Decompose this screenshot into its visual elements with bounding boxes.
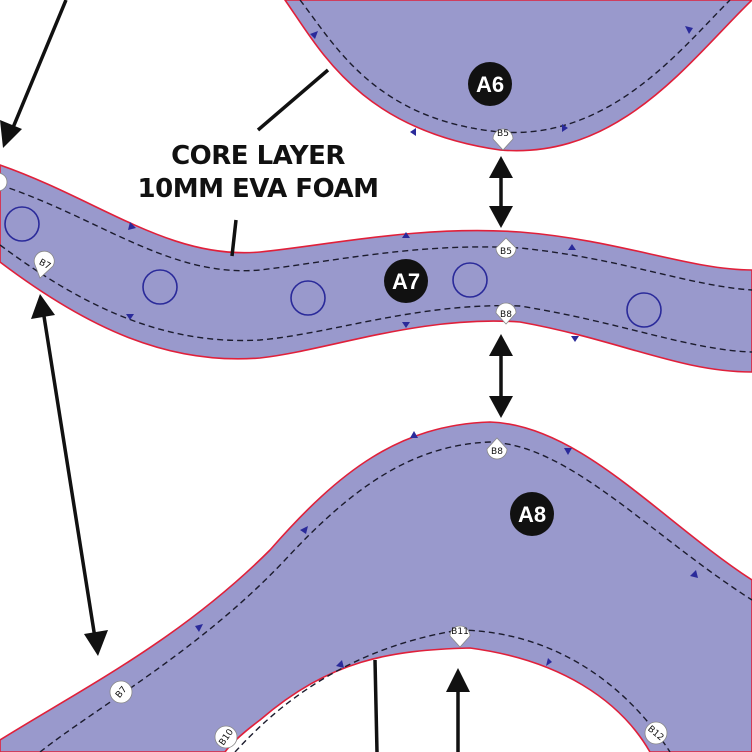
annotation-line-2: 10MM EVA FOAM bbox=[138, 174, 379, 204]
arrow-bottom-up bbox=[446, 668, 470, 752]
marker-b12: B12 bbox=[644, 721, 668, 745]
label-a8: A8 bbox=[518, 502, 546, 527]
marker-b7-left: B7 bbox=[33, 250, 55, 279]
leader-line-note bbox=[230, 68, 330, 257]
label-a6-badge bbox=[468, 62, 512, 106]
label-a7-badge bbox=[384, 259, 428, 303]
marker-b5-top: B5 bbox=[492, 128, 514, 151]
label-a6: A6 bbox=[476, 72, 504, 97]
marker-b5-mid: B5 bbox=[495, 237, 517, 259]
arrow-a7-a8 bbox=[489, 334, 513, 418]
marker-b11: B11 bbox=[449, 625, 471, 648]
label-a7: A7 bbox=[392, 269, 420, 294]
arrow-left-vertical bbox=[31, 294, 108, 656]
leader-line-bottom bbox=[373, 659, 379, 752]
annotation-line-1: CORE LAYER bbox=[171, 141, 345, 171]
svg-text:B5: B5 bbox=[500, 247, 512, 257]
hole bbox=[290, 280, 326, 316]
hole bbox=[4, 206, 40, 242]
piece-a8: A8 B8 B11 B7 B10 B12 bbox=[0, 421, 752, 752]
svg-text:B8: B8 bbox=[491, 447, 503, 457]
svg-text:B7: B7 bbox=[37, 258, 52, 272]
marker-edge-left bbox=[0, 172, 8, 192]
marker-b8-mid: B8 bbox=[495, 302, 517, 325]
marker-b7-bottom: B7 bbox=[109, 680, 133, 704]
arrow-top-left bbox=[0, 0, 68, 148]
svg-text:B8: B8 bbox=[500, 310, 512, 320]
hole bbox=[142, 269, 178, 305]
piece-a6: A6 B5 bbox=[284, 0, 752, 152]
label-a8-badge bbox=[510, 492, 554, 536]
hole bbox=[452, 262, 488, 298]
svg-text:B11: B11 bbox=[451, 627, 469, 637]
marker-b8-bottom: B8 bbox=[486, 437, 508, 460]
svg-text:B5: B5 bbox=[497, 129, 509, 139]
marker-b10: B10 bbox=[214, 725, 238, 749]
hole bbox=[626, 292, 662, 328]
arrow-a6-a7 bbox=[489, 156, 513, 228]
